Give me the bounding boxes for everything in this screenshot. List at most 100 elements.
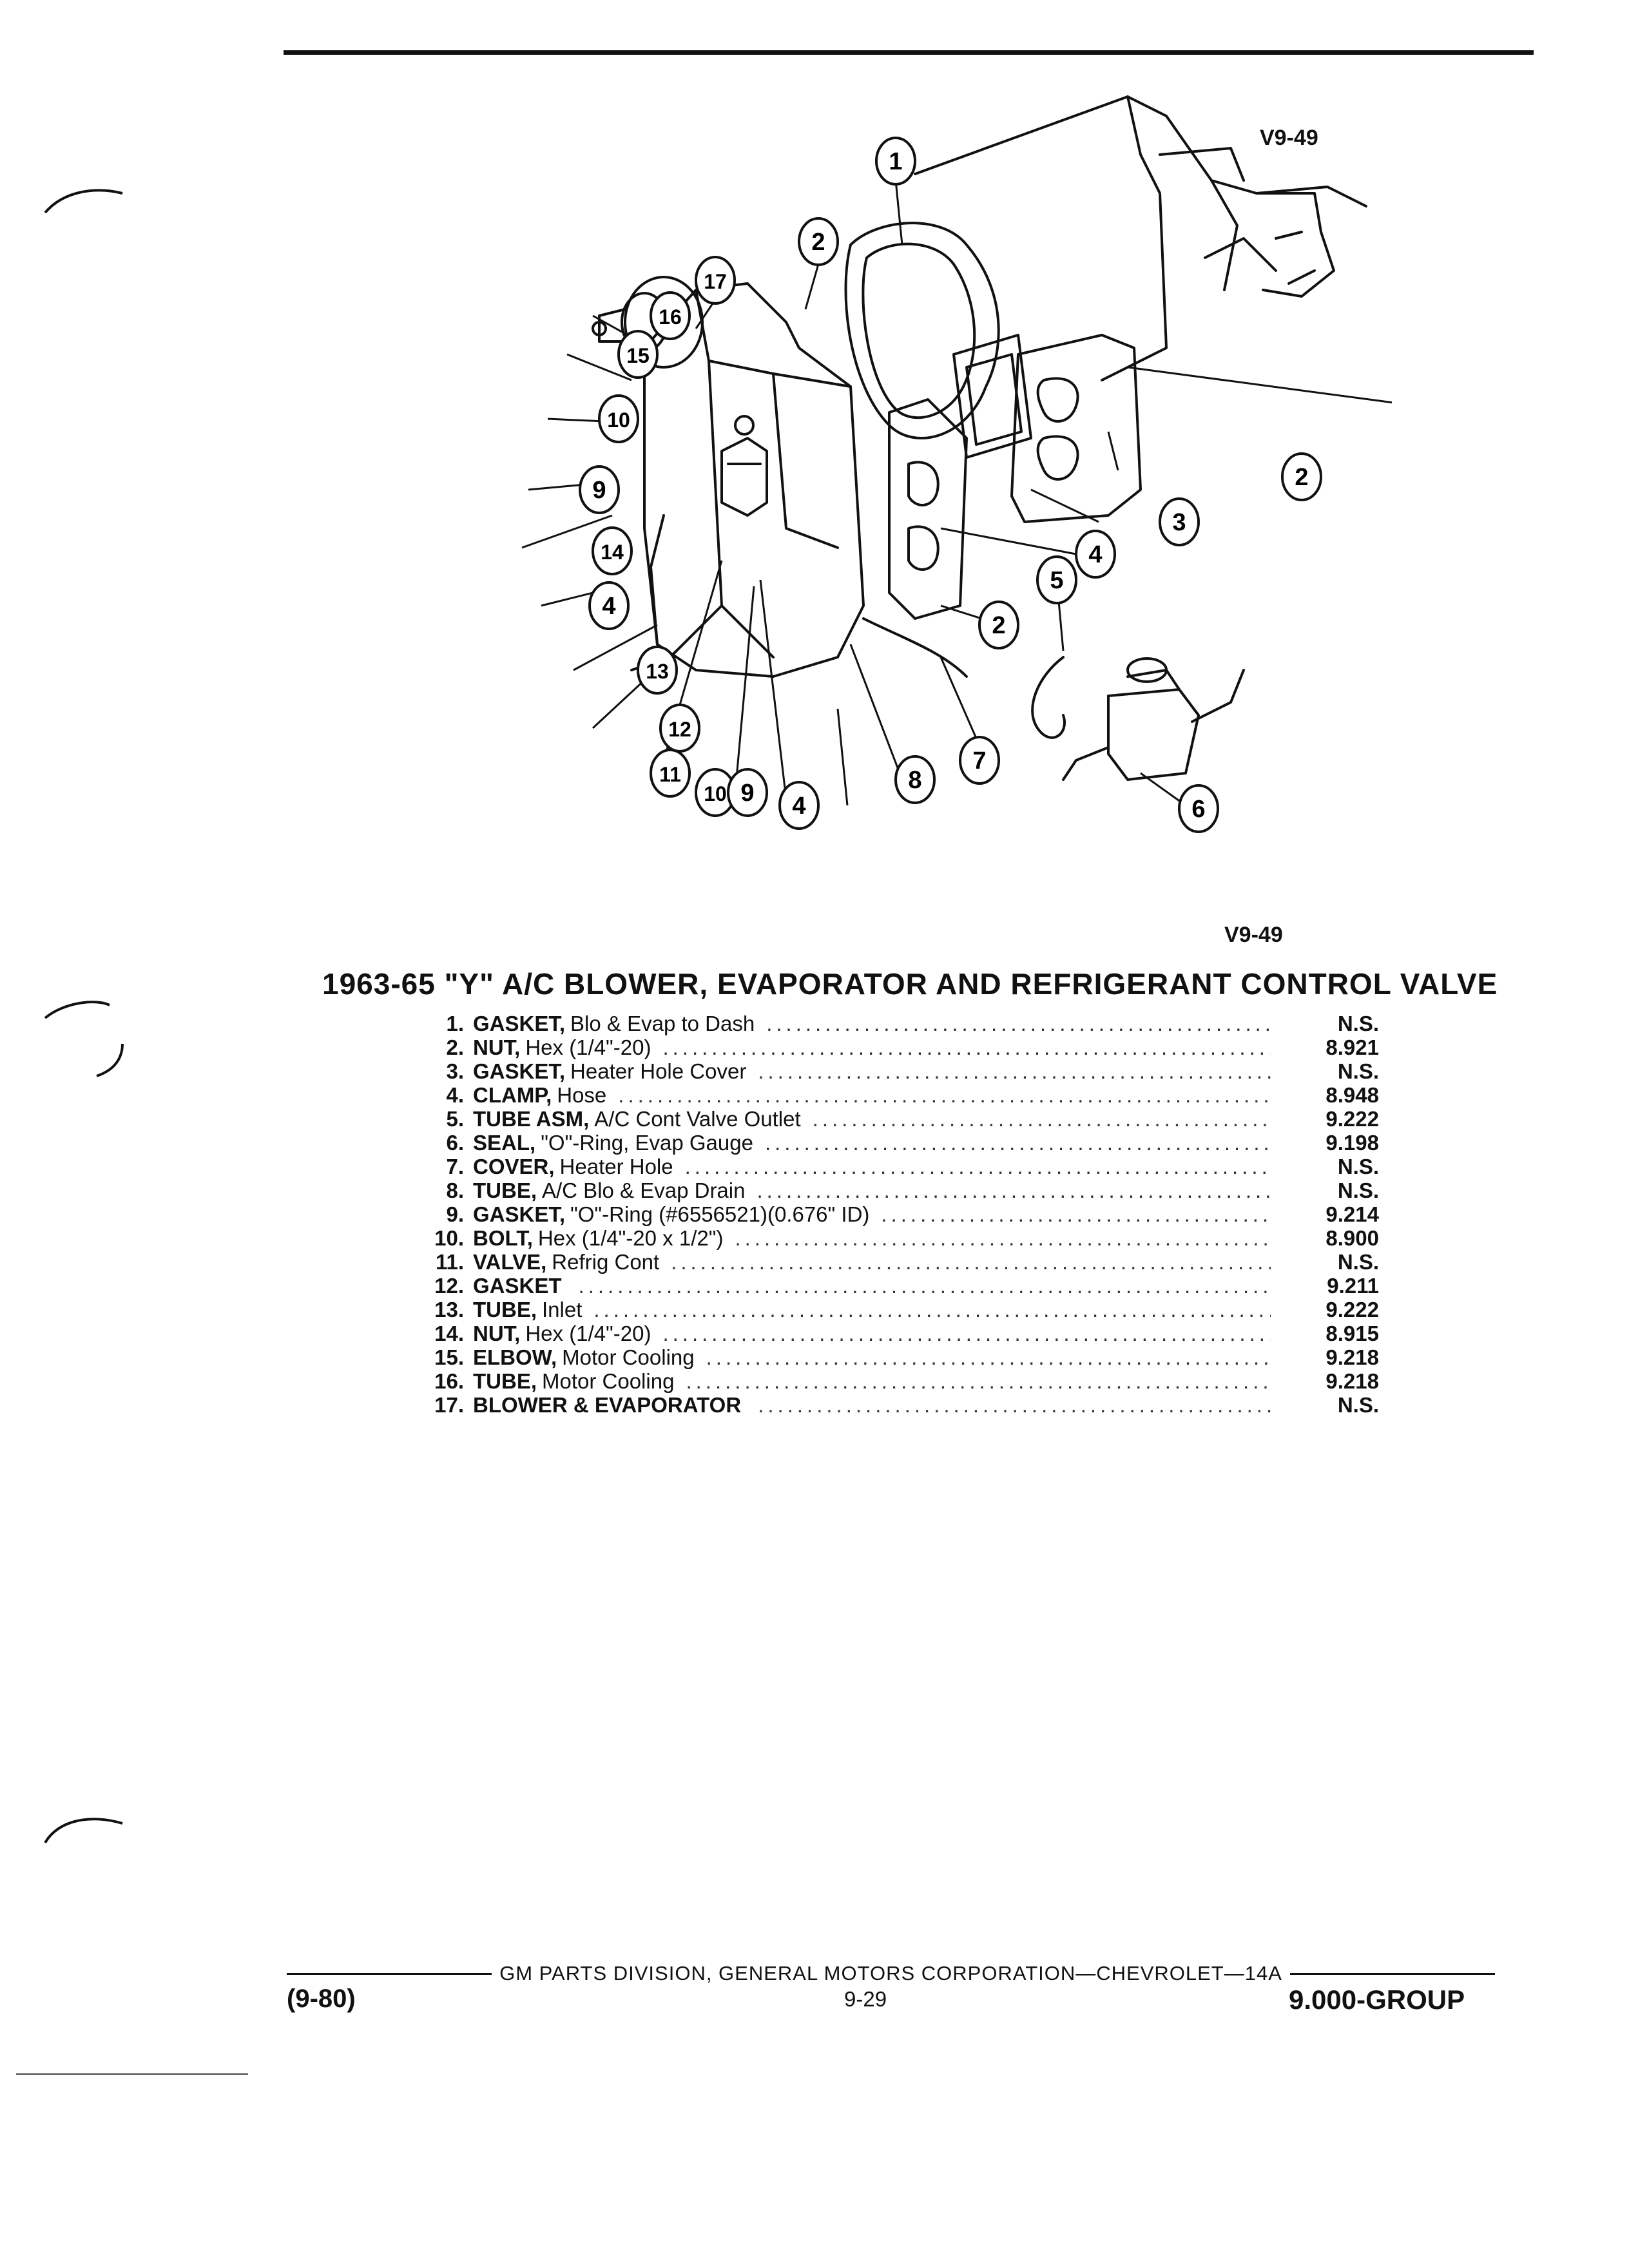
- part-group-code: N.S.: [1337, 1250, 1379, 1274]
- callout-bubble: 4: [1075, 530, 1116, 579]
- dot-leader: [618, 1083, 1271, 1108]
- binder-hole-mark-3: [44, 1818, 123, 1844]
- callout-bubble: 14: [592, 526, 633, 575]
- part-number: 7.: [446, 1155, 464, 1178]
- part-row: 17.BLOWER & EVAPORATORN.S.: [400, 1393, 1392, 1417]
- callout-label: 9: [740, 780, 754, 807]
- part-row: 16.TUBE,Motor Cooling9.218: [400, 1369, 1392, 1393]
- callout-label: 12: [668, 718, 691, 741]
- callout-label: 9: [592, 477, 606, 504]
- part-name: SEAL,: [473, 1131, 536, 1155]
- callout-label: 2: [1295, 464, 1308, 491]
- part-row: 5.TUBE ASM,A/C Cont Valve Outlet9.222: [400, 1107, 1392, 1131]
- dot-leader: [765, 1131, 1271, 1155]
- callout-bubble: 6: [1178, 784, 1219, 833]
- scan-edge-rule: [16, 2073, 248, 2075]
- top-rule: [284, 50, 1534, 55]
- part-group-code: 9.198: [1325, 1131, 1379, 1155]
- part-row: 15. ELBOW,Motor Cooling 9.218: [400, 1345, 1392, 1369]
- dot-leader: [685, 1155, 1271, 1179]
- part-number: 6.: [446, 1131, 464, 1155]
- part-row: 10.BOLT,Hex (1/4"-20 x 1/2")8.900: [400, 1226, 1392, 1250]
- part-row: 14.NUT,Hex (1/4"-20)8.915: [400, 1321, 1392, 1345]
- part-description: Hex (1/4"-20): [525, 1321, 651, 1345]
- callout-label: 7: [972, 747, 986, 774]
- dot-leader: [813, 1107, 1271, 1131]
- footer-division-text: GM PARTS DIVISION, GENERAL MOTORS CORPOR…: [499, 1962, 1282, 1984]
- callout-label: 4: [602, 593, 615, 620]
- part-description: Motor Cooling: [542, 1369, 675, 1393]
- page-title: 1963-65 "Y" A/C BLOWER, EVAPORATOR AND R…: [322, 967, 1498, 1001]
- part-number: 2.: [446, 1035, 464, 1059]
- part-row: 2.NUT,Hex (1/4"-20)8.921: [400, 1035, 1392, 1059]
- part-name: ELBOW,: [473, 1345, 557, 1369]
- callout-bubble: 9: [727, 768, 768, 817]
- parts-list: 1.GASKET,Blo & Evap to DashN.S.2.NUT,Hex…: [400, 1012, 1392, 1417]
- part-number: 13.: [434, 1298, 464, 1321]
- dot-leader: [706, 1345, 1271, 1370]
- callout-bubble: 12: [659, 704, 700, 753]
- dot-leader: [579, 1274, 1271, 1298]
- part-description: Hose: [557, 1083, 607, 1107]
- callout-label: 4: [792, 793, 805, 820]
- part-description: "O"-Ring (#6556521)(0.676" ID): [570, 1202, 870, 1226]
- callout-label: 13: [646, 660, 669, 683]
- part-number: 12.: [434, 1274, 464, 1298]
- part-name: GASKET,: [473, 1202, 566, 1226]
- part-description: Motor Cooling: [562, 1345, 695, 1369]
- dot-leader: [881, 1202, 1271, 1227]
- part-row: 13.TUBE,Inlet9.222: [400, 1298, 1392, 1321]
- part-group-code: 9.222: [1325, 1107, 1379, 1131]
- callout-label: 2: [811, 229, 825, 256]
- part-row: 6.SEAL,"O"-Ring, Evap Gauge9.198: [400, 1131, 1392, 1155]
- binder-hole-mark-1: [44, 189, 123, 214]
- footer-division-line: GM PARTS DIVISION, GENERAL MOTORS CORPOR…: [287, 1962, 1495, 1985]
- part-group-code: 9.214: [1325, 1202, 1379, 1226]
- part-group-code: N.S.: [1337, 1012, 1379, 1035]
- part-name: TUBE ASM,: [473, 1107, 590, 1131]
- binder-hole-mark-2: [44, 1001, 124, 1077]
- callout-label: 2: [992, 612, 1005, 639]
- callout-label: 6: [1191, 796, 1205, 823]
- dot-leader: [662, 1035, 1271, 1060]
- part-number: 8.: [446, 1178, 464, 1202]
- part-row: 8. TUBE,A/C Blo & Evap Drain N.S.: [400, 1178, 1392, 1202]
- callout-label: 10: [704, 782, 727, 805]
- part-group-code: N.S.: [1337, 1155, 1379, 1178]
- callout-bubble: 7: [959, 736, 1000, 785]
- callout-label: 16: [659, 305, 682, 329]
- callout-bubble: 3: [1159, 497, 1200, 546]
- part-group-code: N.S.: [1337, 1393, 1379, 1417]
- part-name: TUBE,: [473, 1178, 537, 1202]
- figure-code-top: V9-49: [1260, 126, 1318, 150]
- footer-page-number: 9-29: [844, 1987, 887, 2011]
- part-number: 15.: [434, 1345, 464, 1369]
- part-description: Heater Hole: [559, 1155, 673, 1178]
- part-number: 17.: [434, 1393, 464, 1417]
- callout-label: 11: [659, 763, 681, 786]
- dot-leader: [766, 1012, 1271, 1036]
- part-description: A/C Blo & Evap Drain: [542, 1178, 746, 1202]
- part-name: GASKET: [473, 1274, 562, 1298]
- part-name: NUT,: [473, 1035, 521, 1059]
- part-number: 9.: [446, 1202, 464, 1226]
- callout-bubble: 1: [875, 137, 916, 186]
- part-group-code: 9.218: [1325, 1345, 1379, 1369]
- callout-label: 10: [607, 408, 630, 432]
- callout-bubble: 2: [798, 217, 839, 266]
- part-group-code: 8.948: [1325, 1083, 1379, 1107]
- part-number: 3.: [446, 1059, 464, 1083]
- part-number: 14.: [434, 1321, 464, 1345]
- footer-group: 9.000-GROUP: [1289, 1984, 1465, 2015]
- callout-label: 8: [908, 767, 921, 794]
- part-number: 4.: [446, 1083, 464, 1107]
- footer-date: (9-80): [287, 1984, 356, 2013]
- part-group-code: 9.211: [1327, 1274, 1379, 1298]
- part-name: GASKET,: [473, 1012, 566, 1035]
- dot-leader: [686, 1369, 1271, 1394]
- footer-rule-right: [1289, 1972, 1495, 1975]
- callout-bubble: 8: [894, 755, 936, 804]
- part-group-code: N.S.: [1337, 1178, 1379, 1202]
- part-description: Hex (1/4"-20 x 1/2"): [537, 1226, 724, 1250]
